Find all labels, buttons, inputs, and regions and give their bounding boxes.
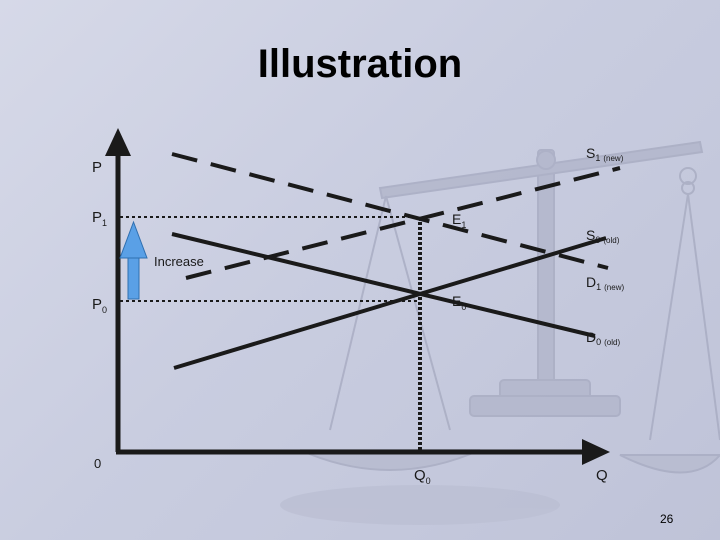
supply-old-curve: [173, 236, 607, 370]
y-axis-arrowhead: [105, 128, 131, 156]
x-axis-label: Q: [596, 467, 608, 484]
axes: [105, 128, 610, 465]
page-number: 26: [660, 512, 674, 526]
increase-arrow-shaft: [127, 255, 140, 300]
p0-label: P0: [92, 296, 107, 315]
increase-label: Increase: [154, 254, 204, 269]
demand-new-curve: [171, 152, 609, 270]
e0-label: E0: [452, 293, 466, 312]
q0-label: Q0: [414, 467, 431, 486]
d1-label: D1(new): [586, 274, 624, 292]
e1-label: E1: [452, 211, 466, 230]
supply-new-curve: [185, 166, 621, 280]
x-axis-arrowhead: [582, 439, 610, 465]
origin-label: 0: [94, 456, 101, 471]
p1-label: P1: [92, 209, 107, 228]
scale-icon: [280, 140, 720, 525]
slide-title: Illustration: [257, 42, 463, 86]
increase-arrow-head: [119, 220, 148, 259]
s1-label: S1(new): [586, 145, 624, 163]
y-axis-label: P: [92, 159, 102, 176]
labels: P Q 0 P1 P0 Q0 E1 E0 S1(new) S0(old) D1(…: [92, 145, 624, 486]
s0-label: S0(old): [586, 227, 620, 245]
d0-label: D0(old): [586, 329, 620, 347]
increase-arrow: [119, 220, 148, 300]
demand-old-curve: [171, 232, 596, 338]
guide-lines: [120, 216, 422, 452]
curves: [171, 152, 621, 370]
